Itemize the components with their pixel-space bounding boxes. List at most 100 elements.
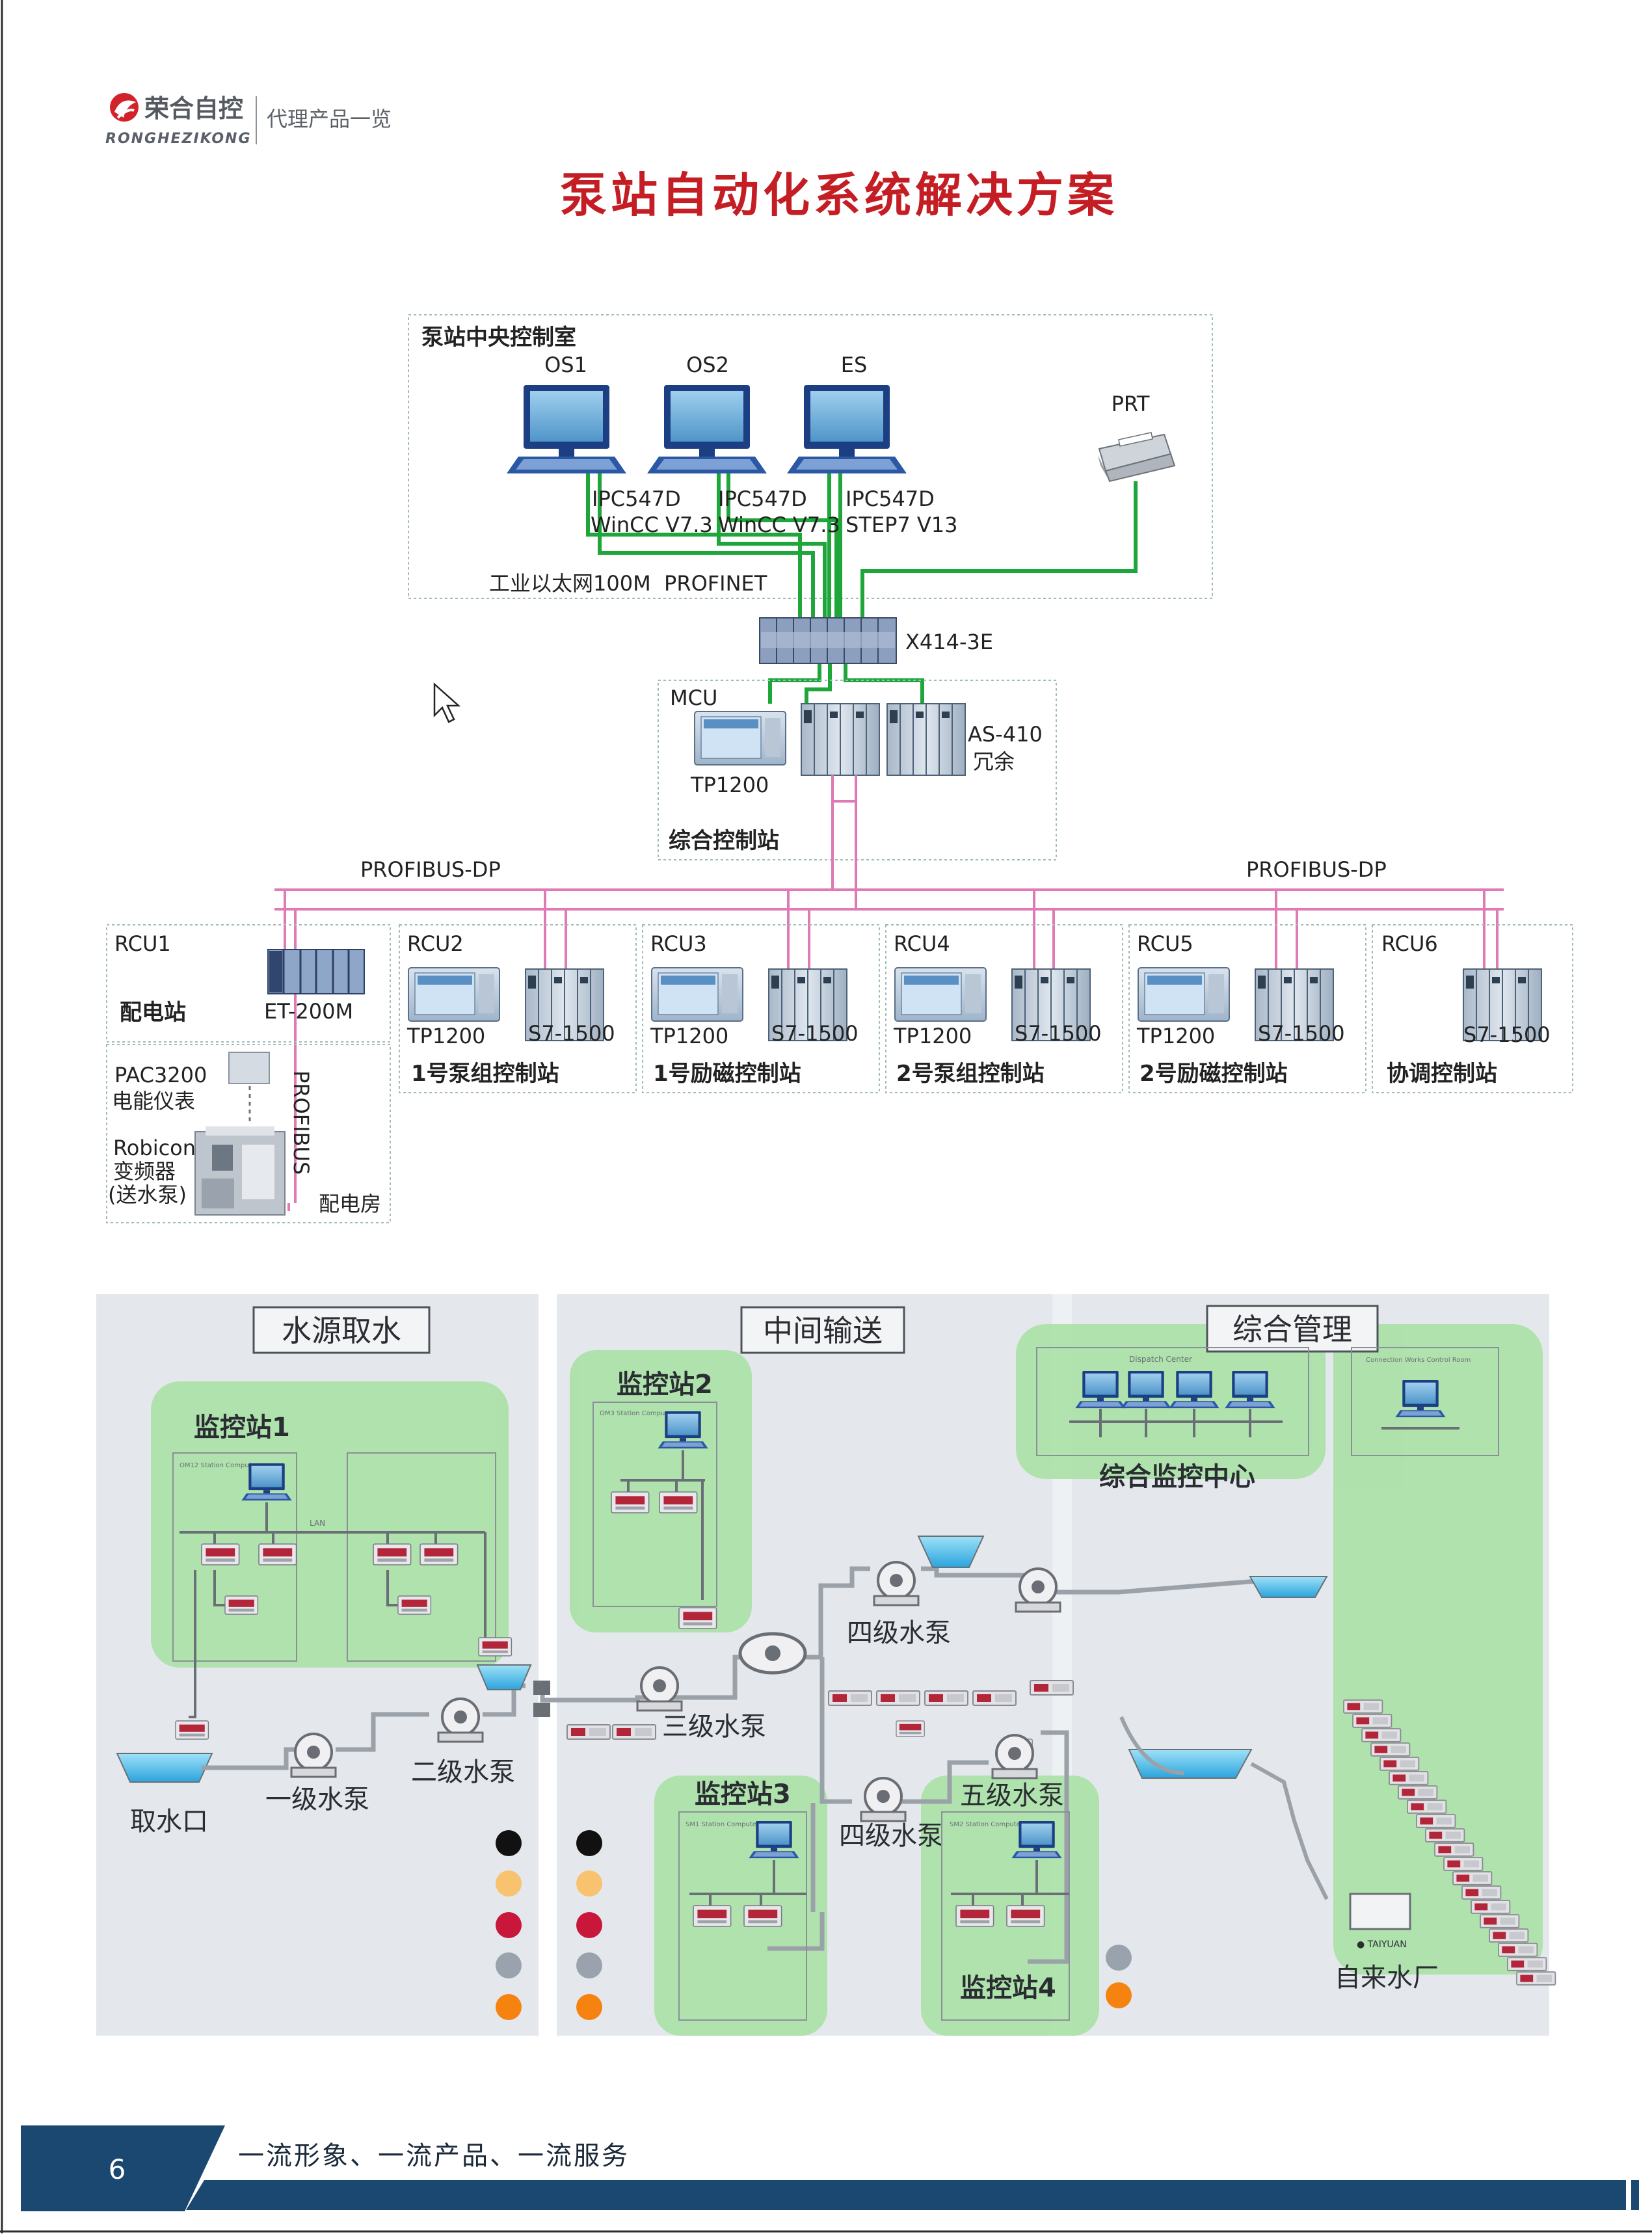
power-room-label: 配电房 — [319, 1191, 381, 1216]
mcu-plc-line1: AS-410 — [968, 722, 1043, 747]
pump-stage4-upper-label: 四级水泵 — [847, 1618, 951, 1648]
rcu6-plc: S7-1500 — [1463, 1022, 1551, 1047]
rcu6: RCU6 S7-1500 协调控制站 — [1381, 931, 1551, 1087]
rcu4-plc: S7-1500 — [1015, 1021, 1102, 1046]
plant-rtu-icon — [1507, 1957, 1547, 1971]
rcu1-station: 配电站 — [120, 1000, 186, 1026]
center-pc-icon — [1121, 1371, 1171, 1409]
rcu4-tp1200-icon — [894, 967, 987, 1022]
printer-icon — [1098, 432, 1176, 483]
page-number: 6 — [109, 2153, 126, 2185]
rcu3-station: 1号励磁控制站 — [653, 1061, 801, 1087]
station2-rtu-icon — [611, 1491, 650, 1513]
mcu-tp1200-icon — [694, 711, 786, 765]
station2-rtu-icon — [678, 1607, 717, 1629]
control-room-label: 泵站中央控制室 — [421, 325, 576, 351]
vfd-line1: Robicon — [113, 1136, 196, 1160]
water-plant-label: 自来水厂 — [1335, 1963, 1439, 1993]
station4-pc-icon — [1011, 1821, 1062, 1859]
pump-stage1-label: 一级水泵 — [265, 1785, 369, 1815]
rcu5-plc: S7-1500 — [1258, 1021, 1345, 1046]
rcu2-panel: TP1200 — [406, 1024, 485, 1048]
station4-rtu-icon — [955, 1905, 994, 1927]
pc-os2-line2: WinCC V7.3 — [718, 512, 840, 537]
intake-rtu-icon — [175, 1720, 209, 1740]
pc-es-line1: IPC547D — [846, 486, 935, 511]
as410-b-icon — [886, 703, 966, 776]
plant-rtu-icon — [1370, 1742, 1411, 1757]
switch-label: X414-3E — [905, 630, 993, 654]
plant-rtu-icon — [1352, 1714, 1392, 1728]
plant-rtu-icon — [1416, 1814, 1456, 1828]
station4-label: 监控站4 — [960, 1973, 1056, 2003]
rcu4: RCU4 TP1200 S7-1500 2号泵组控制站 — [893, 931, 1102, 1087]
footer: 6 一流形象、一流产品、一流服务 — [21, 2125, 1639, 2211]
rcu-boxes — [106, 924, 1573, 1223]
switch-icon — [759, 617, 897, 664]
rcu1-device: ET-200M — [264, 999, 353, 1024]
es-computer-icon — [787, 385, 907, 473]
pump-stage3-icon — [636, 1666, 683, 1712]
rcu5: RCU5 TP1200 S7-1500 2号励磁控制站 — [1136, 931, 1345, 1087]
section-label: 代理产品一览 — [267, 107, 392, 131]
conn-room-pc-icon — [1395, 1380, 1446, 1418]
conn-room-caption: Connection Works Control Room — [1366, 1357, 1471, 1364]
dispatch-center-caption: Dispatch Center — [1129, 1355, 1192, 1364]
plant-rtu-icon — [1489, 1928, 1529, 1943]
network-label: 工业以太网100M PROFINET — [489, 571, 767, 596]
rcu6-station: 协调控制站 — [1387, 1061, 1497, 1087]
plant-rtu-icon — [1443, 1857, 1484, 1871]
station1-caption: OM12 Station Computer — [180, 1462, 259, 1469]
station1-label: 监控站1 — [194, 1413, 290, 1443]
station3-pc-icon — [749, 1821, 799, 1859]
pump-stage4-lower-label: 四级水泵 — [839, 1821, 943, 1851]
profibus-vertical-label: PROFIBUS — [289, 1071, 313, 1175]
rcu4-station: 2号泵组控制站 — [896, 1061, 1045, 1087]
mid-rtu-icon — [896, 1720, 925, 1737]
plant-rtu-icon — [1425, 1828, 1465, 1843]
status-dots — [496, 1830, 1132, 2020]
station3-label: 监控站3 — [695, 1779, 791, 1809]
rcu1-id: RCU1 — [114, 931, 171, 956]
rcu2-tp1200-icon — [408, 967, 500, 1022]
pc-es-name: ES — [841, 353, 868, 377]
rcu2-id: RCU2 — [407, 931, 464, 956]
profibus-left-label: PROFIBUS-DP — [360, 857, 501, 882]
plant-rtu-icon — [1379, 1757, 1420, 1771]
section-water-source: 水源取水 — [282, 1313, 401, 1348]
rcu4-id: RCU4 — [894, 931, 950, 956]
taiyuan-label: ● TAIYUAN — [1357, 1939, 1407, 1950]
rcu5-station: 2号励磁控制站 — [1139, 1061, 1288, 1087]
rcu2: RCU2 TP1200 S7-1500 1号泵组控制站 — [406, 931, 615, 1087]
section-management: 综合管理 — [1232, 1312, 1352, 1347]
center-pc-icon — [1225, 1371, 1275, 1409]
rcu2-plc: S7-1500 — [528, 1021, 615, 1046]
station2-rtu-icon — [659, 1491, 698, 1513]
pc-os2-name: OS2 — [686, 353, 729, 377]
station2-label: 监控站2 — [617, 1370, 713, 1400]
station1-rtu-icon — [420, 1543, 459, 1565]
meter-line2: 电能仪表 — [112, 1089, 195, 1113]
vfd-line2: 变频器 — [113, 1159, 176, 1184]
printer-label: PRT — [1112, 392, 1150, 416]
pc-es-line2: STEP7 V13 — [846, 512, 958, 537]
rcu5-tp1200-icon — [1138, 967, 1230, 1022]
pump-stage1-icon — [290, 1733, 337, 1778]
rcu3-plc: S7-1500 — [771, 1021, 859, 1046]
pump-stage2-icon — [437, 1697, 484, 1743]
pc-os1-name: OS1 — [544, 353, 587, 377]
station1-rtu-icon — [478, 1637, 513, 1657]
rcu3-id: RCU3 — [650, 931, 707, 956]
page-title: 泵站自动化系统解决方案 — [560, 168, 1118, 222]
brand-name-en: RONGHEZIKONG — [105, 131, 252, 147]
pump-stage2-label: 二级水泵 — [411, 1757, 515, 1787]
stage3-panel-icon — [566, 1724, 611, 1740]
plant-rtu-icon — [1398, 1785, 1438, 1800]
station3-rtu-icon — [693, 1905, 732, 1927]
pump-stage3-label: 三级水泵 — [662, 1712, 766, 1742]
rcu3-tp1200-icon — [651, 967, 743, 1022]
pump-stage4-upper-icon — [873, 1561, 920, 1606]
plant-rtu-icon — [1343, 1699, 1383, 1714]
